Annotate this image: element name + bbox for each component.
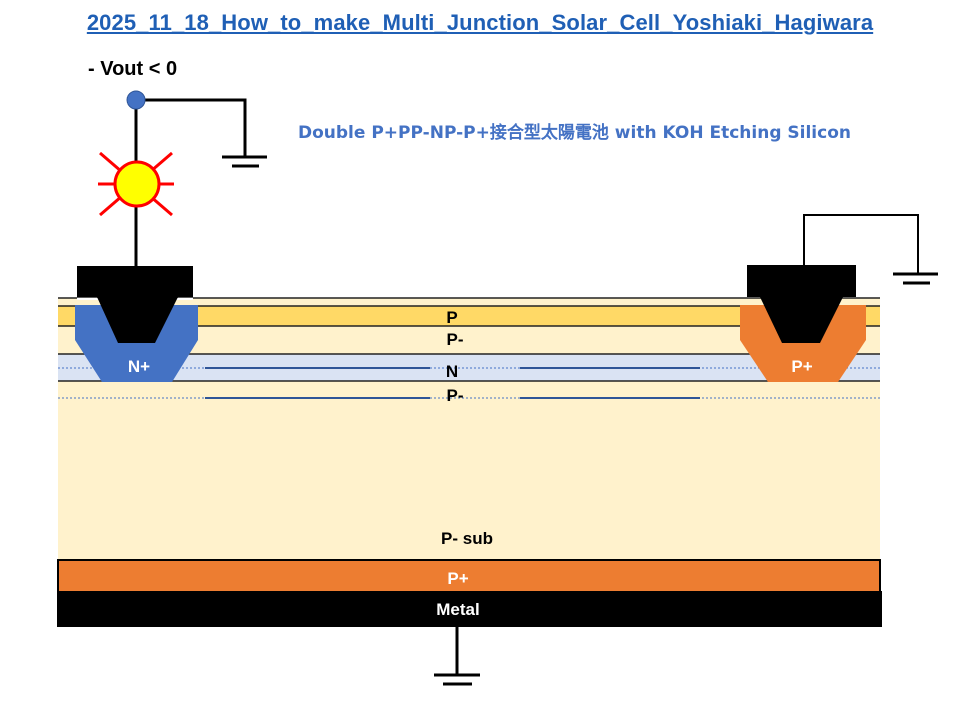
left-metal-contact bbox=[77, 266, 193, 343]
p-minus-1-label: P- bbox=[447, 330, 464, 349]
page-title: 2025_11_18_How_to_make_Multi_Junction_So… bbox=[86, 10, 874, 35]
right-metal-contact bbox=[747, 265, 856, 343]
right-wire bbox=[803, 214, 919, 273]
n-layer-label: N bbox=[446, 362, 458, 381]
p-layer-label: P bbox=[446, 308, 457, 327]
ground-icon bbox=[222, 155, 267, 168]
metal-label: Metal bbox=[436, 600, 479, 619]
vout-label: - Vout < 0 bbox=[88, 58, 178, 80]
n-plus-region bbox=[75, 305, 198, 382]
n-plus-label: N+ bbox=[128, 357, 150, 376]
junction-lines bbox=[58, 367, 880, 399]
sun-light-icon bbox=[98, 151, 174, 217]
bottom-p-plus-layer bbox=[57, 559, 881, 593]
ground-icon-bottom bbox=[434, 627, 480, 686]
p-plus-contact-label: P+ bbox=[791, 357, 812, 376]
bottom-p-plus-label: P+ bbox=[447, 569, 468, 588]
diagram-subtitle: Double P+PP-NP-P+接合型太陽電池 with KOH Etchin… bbox=[298, 123, 851, 143]
p-sub-label: P- sub bbox=[441, 529, 493, 548]
output-node-icon bbox=[126, 90, 146, 110]
p-layer bbox=[58, 306, 880, 326]
p-plus-region bbox=[740, 305, 866, 382]
ground-icon-right bbox=[893, 272, 938, 285]
metal-backplate bbox=[57, 591, 882, 627]
p-minus-2-label: P- bbox=[447, 386, 464, 405]
